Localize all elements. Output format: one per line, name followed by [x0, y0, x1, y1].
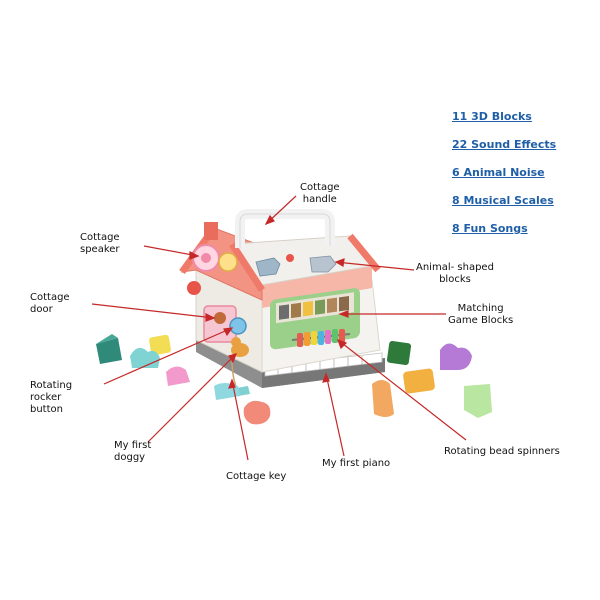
roof-animal-block-2	[309, 255, 337, 273]
feature-sound-effects: 22 Sound Effects	[452, 138, 557, 151]
block-pink-animal-1	[166, 366, 190, 386]
feature-fun-songs: 8 Fun Songs	[452, 222, 528, 235]
block-coral	[243, 400, 271, 425]
piano-keys	[264, 352, 383, 377]
callout-handle: Cottage handle	[300, 182, 340, 205]
bead-spinners	[291, 329, 351, 347]
callout-matching-blocks: Matching Game Blocks	[448, 303, 514, 326]
callout-piano: My first piano	[322, 458, 391, 469]
block-yellow	[149, 334, 171, 356]
block-purple-animal	[440, 343, 472, 370]
feature-musical-scales: 8 Musical Scales	[452, 194, 554, 207]
callout-bead-spinners: Rotating bead spinners	[444, 446, 560, 457]
callout-doggy: My first doggy	[114, 440, 152, 463]
block-orange	[403, 368, 435, 394]
block-teal-prism	[96, 338, 122, 364]
callout-door: Cottage door	[30, 292, 70, 315]
feature-animal-noise: 6 Animal Noise	[452, 166, 545, 179]
callout-arrows	[91, 195, 467, 461]
callout-animal-blocks: Animal- shaped blocks	[416, 262, 494, 285]
rotating-rocker-button	[229, 317, 247, 335]
block-green-dark	[386, 340, 412, 366]
callout-key: Cottage key	[226, 471, 287, 482]
feature-3d-blocks: 11 3D Blocks	[452, 110, 532, 123]
block-orange-bear	[372, 380, 394, 417]
roof-animal-block-1	[255, 257, 281, 277]
callout-speaker: Cottage speaker	[80, 232, 120, 255]
callout-rocker-button: Rotating rocker button	[30, 380, 73, 415]
chimney	[204, 222, 218, 240]
block-green-heart	[464, 384, 492, 418]
